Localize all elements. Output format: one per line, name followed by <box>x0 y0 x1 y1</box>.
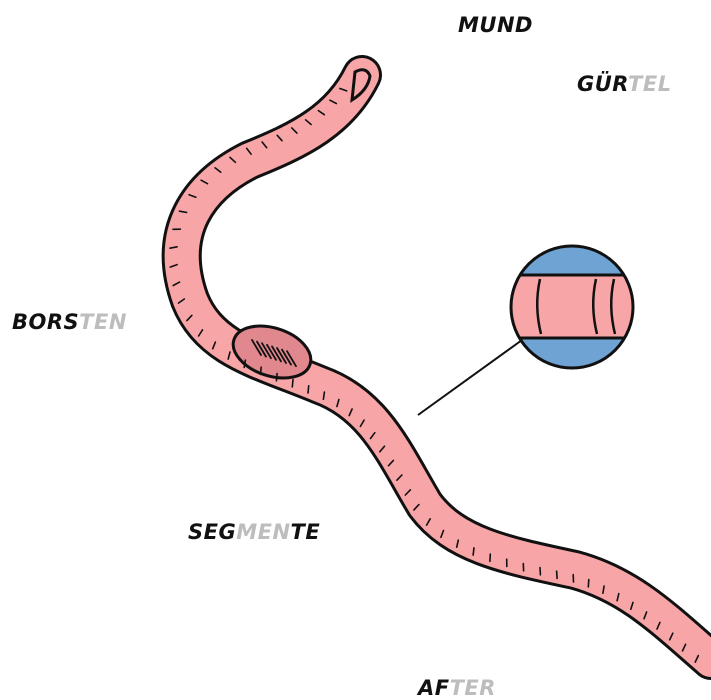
label-after-part-2: TER <box>450 676 496 700</box>
segment-mark <box>588 580 589 587</box>
label-after-part-1: AF <box>418 676 450 700</box>
label-segmente-part-3: TE <box>291 520 321 544</box>
label-guertel-part-1: GÜR <box>577 72 628 96</box>
label-mund: MUND <box>458 15 533 36</box>
segment-mark <box>323 392 324 399</box>
label-borsten: BORSTEN <box>12 312 127 333</box>
label-guertel-part-2: TEL <box>628 72 672 96</box>
segment-mark <box>260 367 261 374</box>
segment-mark <box>292 380 293 387</box>
label-segmente-part-2: MEN <box>236 520 290 544</box>
label-borsten-part-2: TEN <box>79 310 127 334</box>
magnifier-inset <box>505 246 645 368</box>
segment-mark <box>473 548 474 555</box>
label-after: AFTER <box>418 678 496 699</box>
segment-mark <box>557 571 558 578</box>
segment-mark <box>308 386 309 393</box>
label-segmente-part-1: SEG <box>188 520 236 544</box>
label-guertel: GÜRTEL <box>577 74 672 95</box>
label-borsten-part-1: BORS <box>12 310 79 334</box>
label-segmente: SEGMENTE <box>188 522 320 543</box>
segment-mark <box>276 374 277 381</box>
magnifier-pointer-line <box>418 340 522 415</box>
magnified-segment-band <box>505 275 645 338</box>
label-mund-part-1: MUND <box>458 13 533 37</box>
